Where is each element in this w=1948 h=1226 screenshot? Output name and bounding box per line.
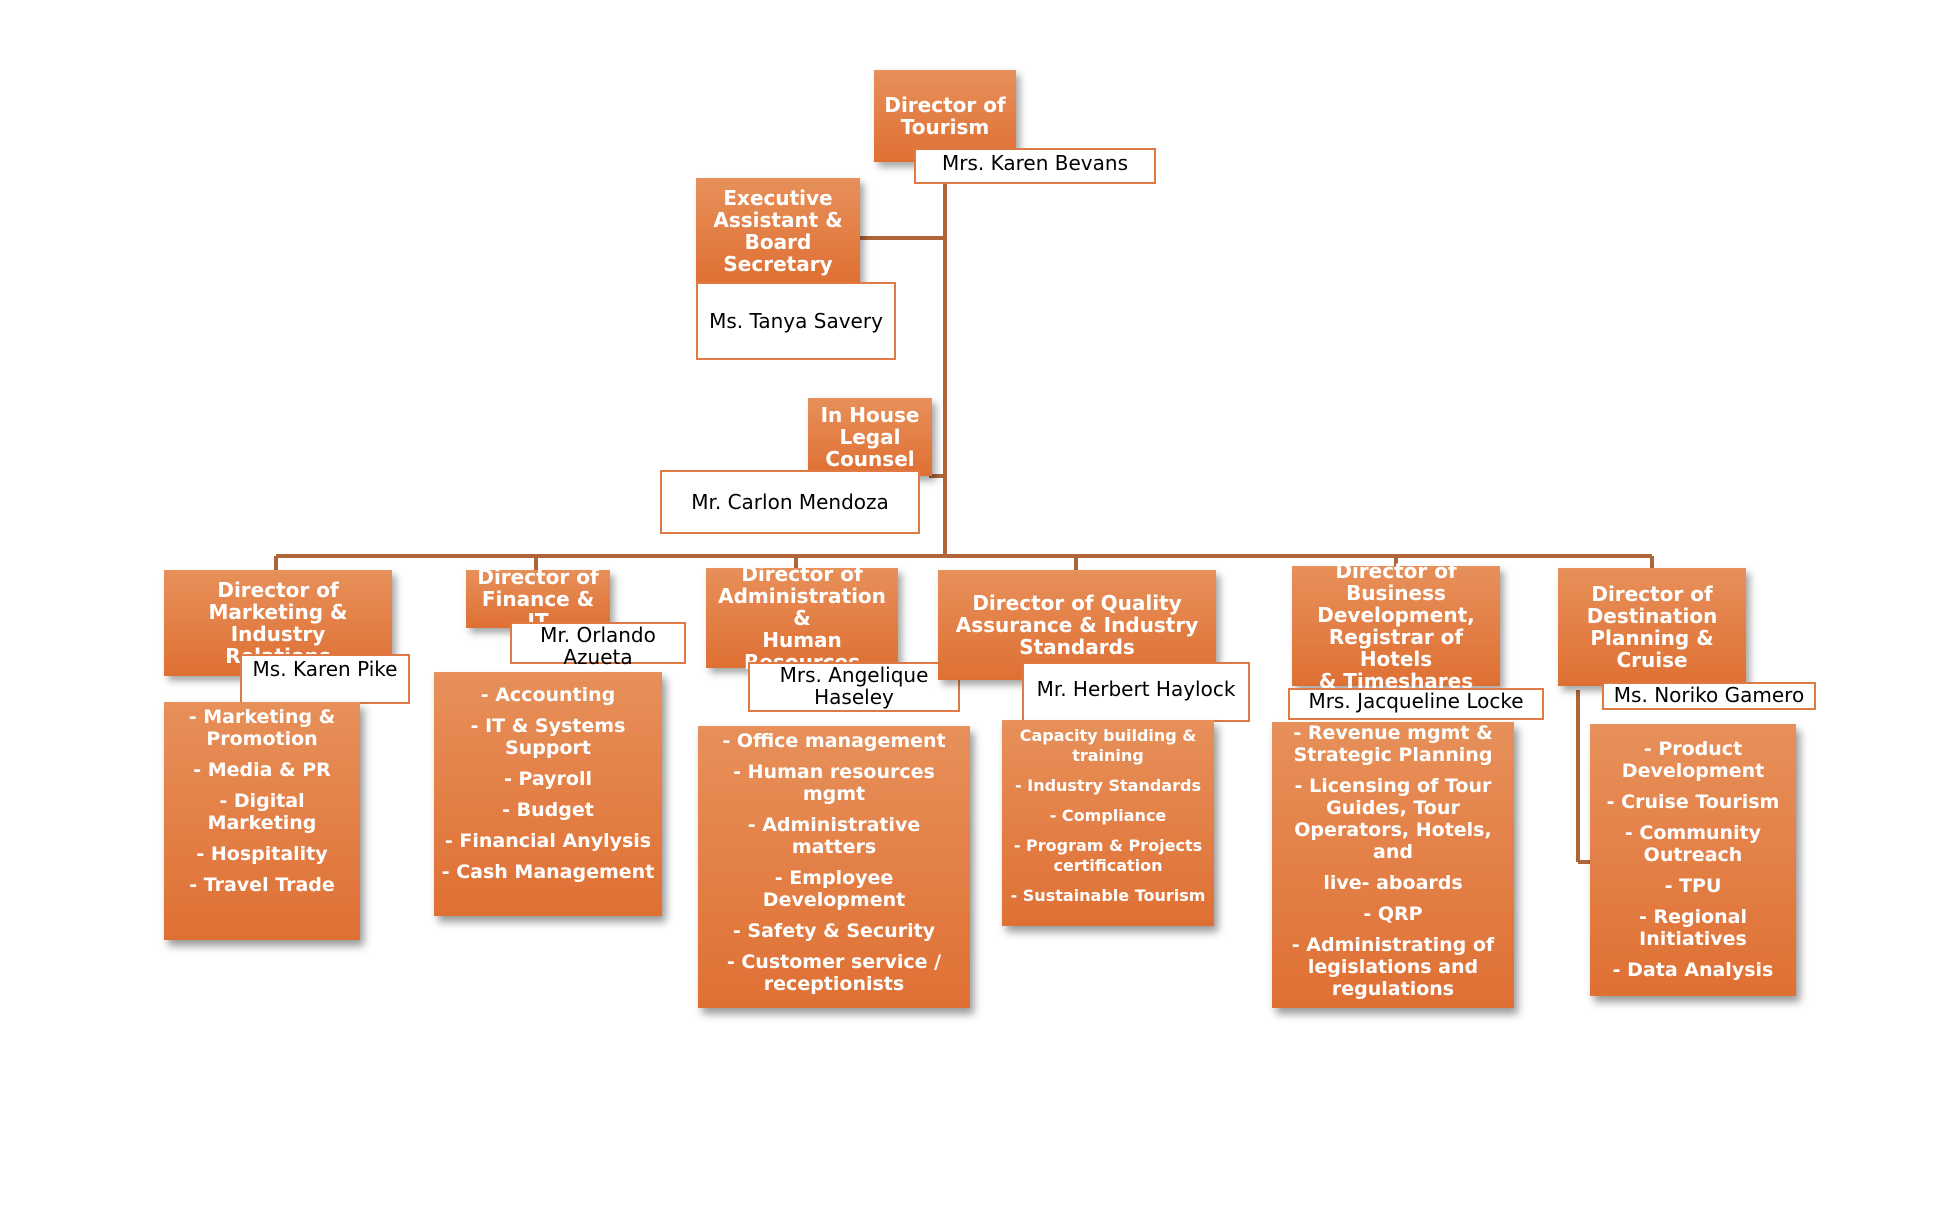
role-line: Planning &	[1590, 626, 1714, 650]
role-line: Cruise	[1616, 648, 1688, 672]
role-line: Business	[1346, 581, 1446, 605]
role-line: In House	[820, 403, 920, 427]
duty-item: - Administrative matters	[747, 814, 921, 858]
name-box-business: Mrs. Jacqueline Locke	[1288, 688, 1544, 720]
role-line: Human	[762, 628, 842, 652]
role-line: Marketing & Industry	[208, 600, 348, 646]
duty-item: - Cruise Tourism	[1606, 791, 1780, 813]
duty-item: - Compliance	[1049, 806, 1167, 825]
role-line: Assurance & Industry	[955, 613, 1199, 637]
duty-item: - Administrating of legislations and reg…	[1291, 934, 1495, 1000]
duty-item: - Accounting	[480, 684, 616, 706]
role-line: Assistant &	[713, 208, 843, 232]
person-name: Azueta	[563, 645, 633, 669]
duties-box-quality: Capacity building & training - Industry …	[1002, 720, 1214, 926]
name-box-quality: Mr. Herbert Haylock	[1022, 662, 1250, 722]
duty-item: - Licensing of Tour Guides, Tour Operato…	[1294, 775, 1492, 863]
role-line: Director of Quality	[972, 591, 1182, 615]
name-box-director-of-tourism: Mrs. Karen Bevans	[914, 148, 1156, 184]
duties-box-finance: - Accounting - IT & Systems Support - Pa…	[434, 672, 662, 916]
name-box-destination: Ms. Noriko Gamero	[1602, 682, 1816, 710]
duty-item: - Product Development	[1621, 738, 1765, 782]
name-box-executive-assistant: Ms. Tanya Savery	[696, 282, 896, 360]
role-line: Administration &	[718, 584, 886, 630]
role-box-finance: Director of Finance & IT	[466, 566, 610, 632]
duty-item: - Office management	[722, 730, 946, 752]
person-name: Mrs. Angelique	[779, 663, 929, 687]
person-name: Mr. Herbert Haylock	[1036, 677, 1236, 701]
duty-item: - IT & Systems Support	[470, 715, 626, 759]
role-line: Counsel	[825, 447, 915, 471]
role-line: Board	[744, 230, 812, 254]
person-name: Haseley	[814, 685, 894, 709]
name-box-administration: Mrs. Angelique Haseley	[748, 662, 960, 712]
role-line: Executive	[723, 186, 833, 210]
duty-item: - Budget	[502, 799, 594, 821]
role-line: Tourism	[900, 115, 990, 139]
duties-box-administration: - Office management - Human resources mg…	[698, 726, 970, 1008]
role-box-quality: Director of Quality Assurance & Industry…	[938, 570, 1216, 680]
duty-item: - Community Outreach	[1624, 822, 1762, 866]
role-line: & Timeshares	[1318, 669, 1474, 693]
person-name: Mr. Orlando	[540, 623, 656, 647]
person-name: Mrs. Jacqueline Locke	[1308, 689, 1524, 713]
duty-item: - TPU	[1664, 875, 1722, 897]
duty-item: - Marketing & Promotion	[188, 706, 336, 750]
duties-box-business: - Revenue mgmt & Strategic Planning - Li…	[1272, 722, 1514, 1008]
role-box-legal-counsel: In House Legal Counsel	[808, 398, 932, 476]
role-line: Director of	[217, 578, 339, 602]
duty-item: - QRP	[1363, 903, 1423, 925]
name-box-legal-counsel: Mr. Carlon Mendoza	[660, 470, 920, 534]
role-line: Development,	[1317, 603, 1475, 627]
duty-item: - Hospitality	[196, 843, 328, 865]
duty-item: - Human resources mgmt	[733, 761, 935, 805]
role-line: Director of	[884, 93, 1006, 117]
role-line: Legal	[839, 425, 901, 449]
duty-item: - Customer service / receptionists	[726, 951, 942, 995]
duties-box-marketing: - Marketing & Promotion - Media & PR - D…	[164, 702, 360, 940]
role-line: Registrar of Hotels	[1328, 625, 1464, 671]
duty-item: - Regional Initiatives	[1638, 906, 1748, 950]
role-line: Destination	[1586, 604, 1718, 628]
role-line: Director of	[477, 565, 599, 589]
duty-item: - Payroll	[504, 768, 592, 790]
duty-item: - Safety & Security	[732, 920, 936, 942]
duties-box-destination: - Product Development - Cruise Tourism -…	[1590, 724, 1796, 996]
duty-item: - Travel Trade	[189, 874, 335, 896]
duty-item: Capacity building & training	[1019, 726, 1197, 765]
role-line: Director of	[1335, 559, 1457, 583]
role-box-business: Director of Business Development, Regist…	[1292, 560, 1500, 692]
duty-item: - Sustainable Tourism	[1010, 886, 1206, 905]
name-box-finance: Mr. Orlando Azueta	[510, 622, 686, 668]
name-box-marketing: Ms. Karen Pike	[240, 654, 410, 704]
duty-item: - Cash Management	[441, 861, 655, 883]
duty-item: - Financial Anylysis	[444, 830, 652, 852]
duty-item: - Data Analysis	[1612, 959, 1774, 981]
duty-item: - Program & Projects certification	[1013, 836, 1203, 875]
person-name: Mrs. Karen Bevans	[942, 151, 1128, 175]
duty-item: - Revenue mgmt & Strategic Planning	[1293, 722, 1493, 766]
person-name: Ms. Karen Pike	[252, 657, 398, 681]
person-name: Mr. Carlon Mendoza	[691, 490, 889, 514]
role-box-executive-assistant: Executive Assistant & Board Secretary	[696, 178, 860, 284]
role-box-destination: Director of Destination Planning & Cruis…	[1558, 568, 1746, 686]
duty-item: - Digital Marketing	[207, 790, 317, 834]
role-box-administration: Director of Administration & Human Resou…	[706, 563, 898, 673]
person-name: Ms. Tanya Savery	[709, 309, 883, 333]
role-line: Secretary	[723, 252, 833, 276]
duty-item: - Media & PR	[193, 759, 331, 781]
role-line: Director of	[1591, 582, 1713, 606]
role-box-director-of-tourism: Director of Tourism	[874, 70, 1016, 162]
role-line: Director of	[741, 562, 863, 586]
duty-item: - Industry Standards	[1015, 776, 1201, 795]
person-name: Ms. Noriko Gamero	[1613, 683, 1805, 707]
role-line: Standards	[1019, 635, 1135, 659]
duty-item: - Employee Development	[762, 867, 906, 911]
duty-item: live- aboards	[1323, 872, 1463, 894]
